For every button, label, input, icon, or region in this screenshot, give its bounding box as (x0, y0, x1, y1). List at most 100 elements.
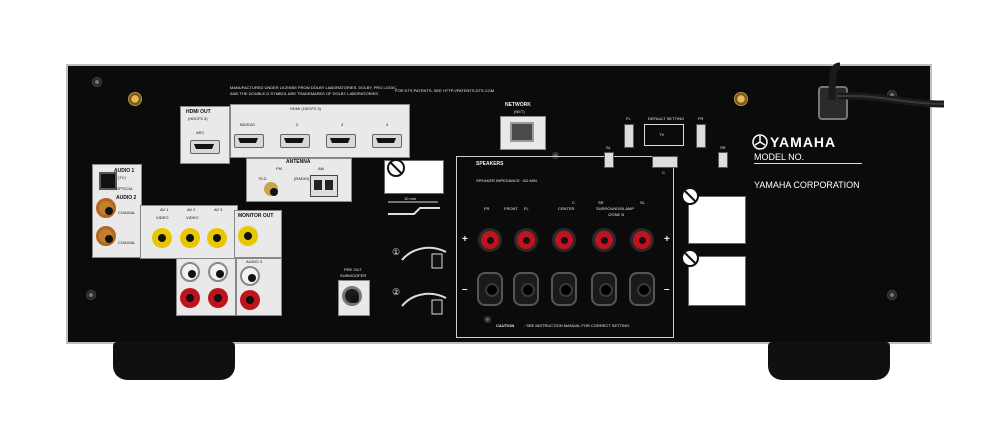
plus-label-right: + (664, 234, 670, 245)
dts-text: FOR DTS PATENTS, SEE HTTP://PATENTS.DTS.… (395, 88, 495, 93)
model-no-line (754, 163, 862, 164)
av-audio-r-jack-2[interactable] (208, 288, 228, 308)
hdmi-out-label: HDMI OUT (186, 109, 211, 115)
corporation-label: YAMAHA CORPORATION (754, 180, 860, 190)
front-l-minus-terminal[interactable] (513, 272, 539, 306)
hdmi-out-sub: (HDCP2.3) (188, 116, 208, 121)
hdmi-out-port[interactable] (190, 140, 220, 154)
center-plus-terminal[interactable] (552, 228, 576, 252)
audio3-r-jack[interactable] (240, 290, 260, 310)
hdmi-port-label-2: 2 (296, 122, 299, 127)
av-audio-r-jack-1[interactable] (180, 288, 200, 308)
model-no-label: MODEL NO. (754, 152, 805, 162)
license-text-line1: MANUFACTURED UNDER LICENSE FROM DOLBY LA… (230, 85, 398, 90)
left-foot (113, 342, 235, 380)
fm-label: FM (276, 166, 282, 171)
video-label: VIDEO (186, 215, 199, 220)
speaker-fl-icon (624, 124, 634, 148)
speaker-impedance-label: SPEAKER IMPEDANCE : 6Ω MIN. (476, 178, 538, 183)
screw-icon (92, 77, 102, 87)
front-label: FRONT (504, 206, 518, 211)
av1-video-jack[interactable] (152, 228, 172, 248)
front-l-plus-terminal[interactable] (514, 228, 538, 252)
speaker-sl-icon (604, 152, 614, 168)
caution-title: CAUTION (496, 323, 515, 328)
hdmi-in-port-4[interactable] (372, 134, 402, 148)
prohibited-icon (681, 187, 699, 205)
speaker-terminal-block (456, 156, 674, 338)
subwoofer-pre-out-jack[interactable] (342, 286, 362, 306)
coaxial-label-2: COAXIAL (118, 240, 136, 245)
surround-r-minus-terminal[interactable] (591, 272, 617, 306)
av3-video-jack[interactable] (207, 228, 227, 248)
screw-icon (887, 290, 897, 300)
coaxial-input-2[interactable] (96, 226, 116, 246)
pre-out-sub: SUBWOOFER (340, 273, 367, 278)
av1-label: AV 1 (160, 207, 169, 212)
minus-label-right: – (664, 284, 670, 295)
tv-icon (644, 124, 684, 146)
optical-label: OPTICAL (116, 186, 134, 191)
surround-sl-label: SL (640, 200, 645, 205)
wire-strip-diagram (388, 201, 440, 215)
hdmi-port-label-3: 3 (341, 122, 344, 127)
av3-label: AV 3 (214, 207, 223, 212)
coaxial-label: COAXIAL (118, 210, 136, 215)
power-cord (828, 62, 945, 108)
screw-icon (86, 290, 96, 300)
speaker-sr-icon (718, 152, 728, 168)
yamaha-logo-icon (752, 134, 768, 150)
wire-insert-diagram (401, 246, 447, 315)
am-terminal-slot (325, 180, 333, 190)
wireless-antenna-connector-right[interactable] (734, 92, 748, 106)
front-r-plus-terminal[interactable] (478, 228, 502, 252)
fm-ohm-label: 75 Ω (258, 176, 267, 181)
front-r-minus-terminal[interactable] (477, 272, 503, 306)
brand-name: YAMAHA (770, 134, 837, 150)
plus-label: + (462, 234, 468, 245)
surround-r-plus-terminal[interactable] (592, 228, 616, 252)
coaxial-input-1[interactable] (96, 198, 116, 218)
minus-label: – (462, 284, 468, 295)
default-fl-label: FL (626, 116, 631, 121)
speaker-center-icon (652, 156, 678, 168)
monitor-out-label: MONITOR OUT (238, 213, 274, 219)
center-label: CENTER (558, 206, 575, 211)
zone-label: /ZONE B (608, 212, 625, 217)
terminal-warning-diagram (688, 196, 746, 244)
wire-short-warning-diagram (688, 256, 746, 306)
prohibited-icon (681, 249, 699, 267)
optical-input-port[interactable] (99, 172, 117, 190)
right-foot (768, 342, 890, 380)
audio3-l-jack[interactable] (240, 266, 260, 286)
screw-icon (887, 90, 897, 100)
hdmi-in-port-1[interactable] (234, 134, 264, 148)
screw-icon (552, 152, 559, 159)
ethernet-port[interactable] (510, 122, 534, 142)
fm-antenna-jack[interactable] (264, 182, 278, 196)
step2-label: ② (392, 287, 401, 297)
av-audio-l-jack-2[interactable] (208, 262, 228, 282)
antenna-label: ANTENNA (286, 159, 311, 165)
av2-video-jack[interactable] (180, 228, 200, 248)
hdmi-in-panel (230, 104, 410, 158)
speakers-label: SPEAKERS (476, 161, 504, 167)
tv-label: TV (659, 132, 665, 137)
hdmi-in-port-3[interactable] (326, 134, 356, 148)
audio3-label: AUDIO 3 (246, 259, 263, 264)
surround-sr-label: SR (598, 200, 604, 205)
center-minus-terminal[interactable] (551, 272, 577, 306)
monitor-out-jack[interactable] (238, 226, 258, 246)
surround-l-plus-terminal[interactable] (630, 228, 654, 252)
default-fr-label: FR (698, 116, 704, 121)
front-fl-label: FL (524, 206, 529, 211)
hdmi-in-port-2[interactable] (280, 134, 310, 148)
step1-label: ① (392, 247, 401, 257)
network-sub: (NET) (514, 109, 525, 114)
wireless-antenna-connector-left[interactable] (128, 92, 142, 106)
default-setting-label: DEFAULT SETTING (648, 116, 685, 121)
hdmi-out-panel (180, 106, 230, 164)
screw-icon (484, 316, 491, 323)
surround-l-minus-terminal[interactable] (629, 272, 655, 306)
av-audio-l-jack-1[interactable] (180, 262, 200, 282)
